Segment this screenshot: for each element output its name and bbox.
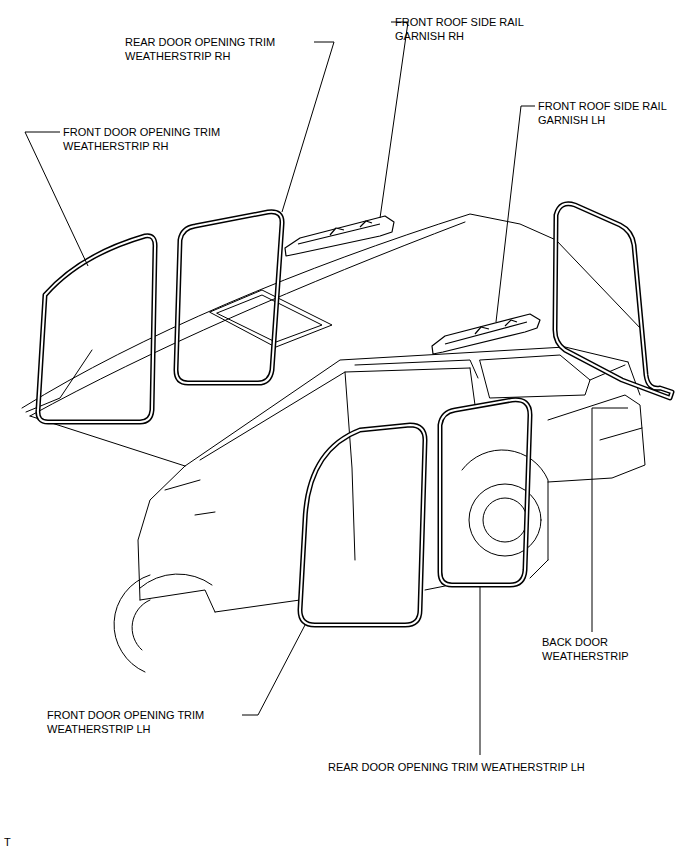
- part-label: REAR DOOR OPENING TRIM WEATHERSTRIP RH: [125, 35, 315, 63]
- part-label: REAR DOOR OPENING TRIM WEATHERSTRIP LH: [328, 760, 648, 774]
- part-label: FRONT ROOF SIDE RAIL GARNISH LH: [538, 99, 668, 127]
- roof-rail-garnish: [285, 216, 540, 354]
- part-label: T: [4, 835, 34, 849]
- leader-line: [25, 22, 628, 755]
- vehicle-body: [22, 214, 645, 672]
- part-label: BACK DOOR WEATHERSTRIP: [542, 635, 662, 663]
- part-label: FRONT DOOR OPENING TRIM WEATHERSTRIP LH: [47, 708, 247, 736]
- part-label: FRONT ROOF SIDE RAIL GARNISH RH: [395, 15, 525, 43]
- part-label: FRONT DOOR OPENING TRIM WEATHERSTRIP RH: [63, 125, 263, 153]
- weatherstrip: [38, 204, 672, 625]
